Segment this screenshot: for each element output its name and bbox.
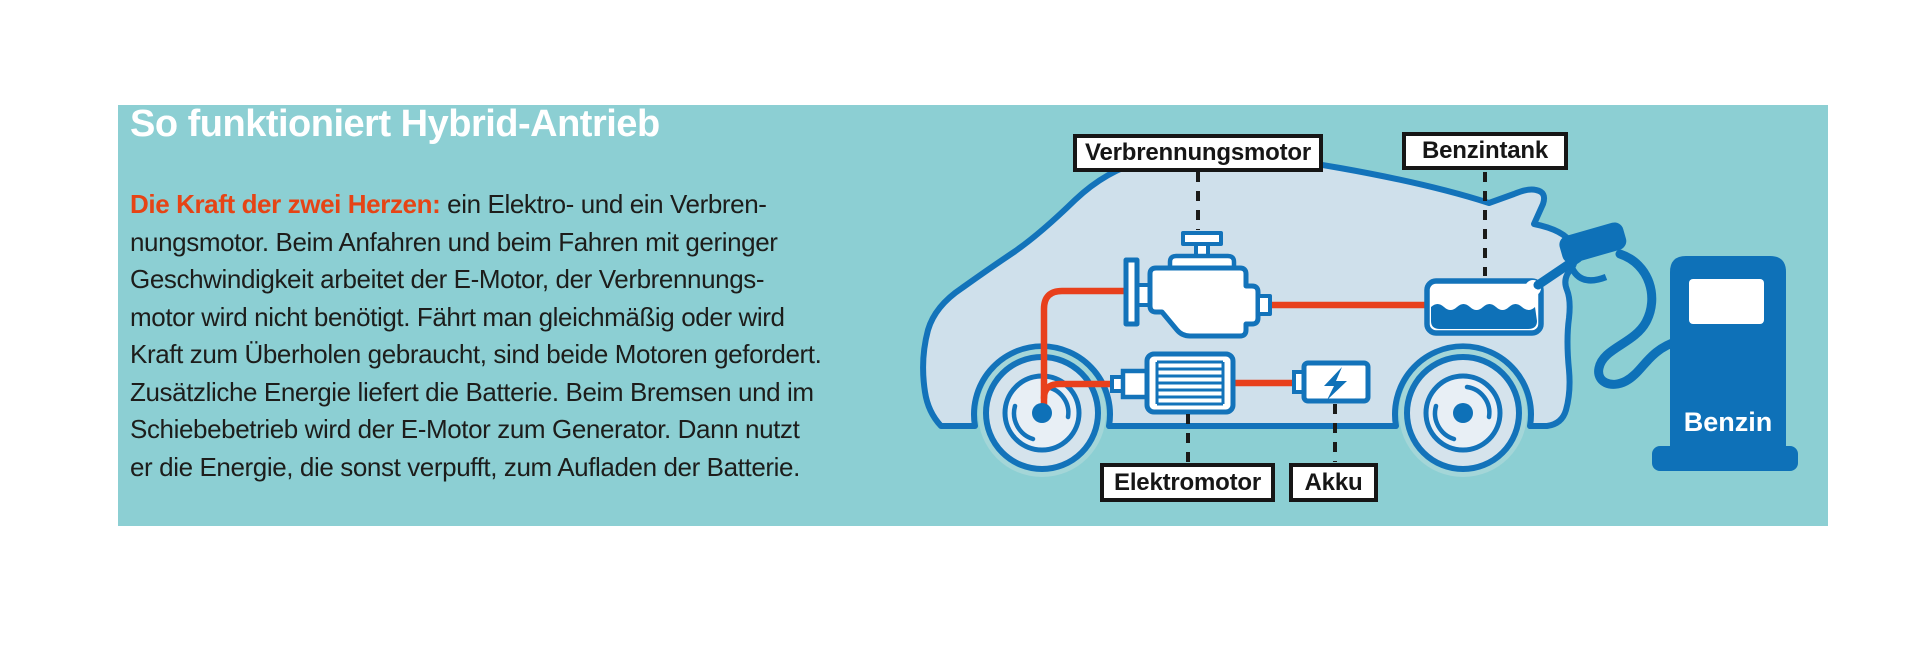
electric-motor-icon [1110, 351, 1236, 415]
label-connectors [1186, 172, 1487, 462]
lightning-bolt-icon [1324, 367, 1347, 400]
label-fuel-pump: Benzin [1683, 407, 1773, 437]
pump-base [1652, 446, 1798, 471]
fuel-hose-icon [1594, 249, 1683, 389]
pump-screen [1689, 279, 1764, 324]
fuel-pump-icon [1533, 222, 1798, 471]
intro-line: Schiebebetrieb wird der E-Motor zum Gene… [130, 414, 800, 444]
intro-line: motor wird nicht benötigt. Fährt man gle… [130, 301, 785, 332]
front-wheel-hub [1032, 403, 1052, 423]
intro-line: Die Kraft der zwei Herzen: ein Elektro- … [130, 186, 821, 224]
power-lines [1040, 287, 1430, 414]
intro-line: Zusätzliche Energie liefert die Batterie… [130, 376, 814, 407]
label-electric-motor: Elektromotor [1100, 463, 1275, 502]
power-line-wheel-motor [1040, 380, 1114, 402]
intro-line: Kraft zum Überholen gebraucht, sind beid… [130, 339, 822, 369]
fuel-nozzle-trigger [1566, 261, 1608, 284]
rear-wheel-hub [1453, 403, 1473, 423]
label-fuel-tank: Benzintank [1402, 132, 1568, 170]
intro-paragraph: Die Kraft der zwei Herzen: ein Elektro- … [130, 186, 822, 486]
combustion-engine-icon [1123, 231, 1272, 339]
fuel-nozzle-icon [1559, 222, 1627, 264]
battery-icon [1292, 360, 1371, 404]
intro-line: er die Energie, die sonst verpufft, zum … [130, 451, 800, 482]
intro-line: nungsmotor. Beim Anfahren und beim Fahre… [130, 226, 778, 257]
power-line-engine-wheel [1040, 287, 1130, 414]
label-battery: Akku [1289, 463, 1378, 502]
fuel-tank-icon [1424, 278, 1544, 336]
label-combustion-engine: Verbrennungsmotor [1073, 134, 1323, 172]
intro-lead: Die Kraft der zwei Herzen: [130, 189, 441, 219]
intro-line: Geschwindigkeit arbeitet der E-Motor, de… [130, 264, 765, 294]
page-title: So funktioniert Hybrid-Antrieb [130, 103, 660, 145]
intro-line-rest: ein Elektro- und ein Verbren- [440, 189, 767, 219]
